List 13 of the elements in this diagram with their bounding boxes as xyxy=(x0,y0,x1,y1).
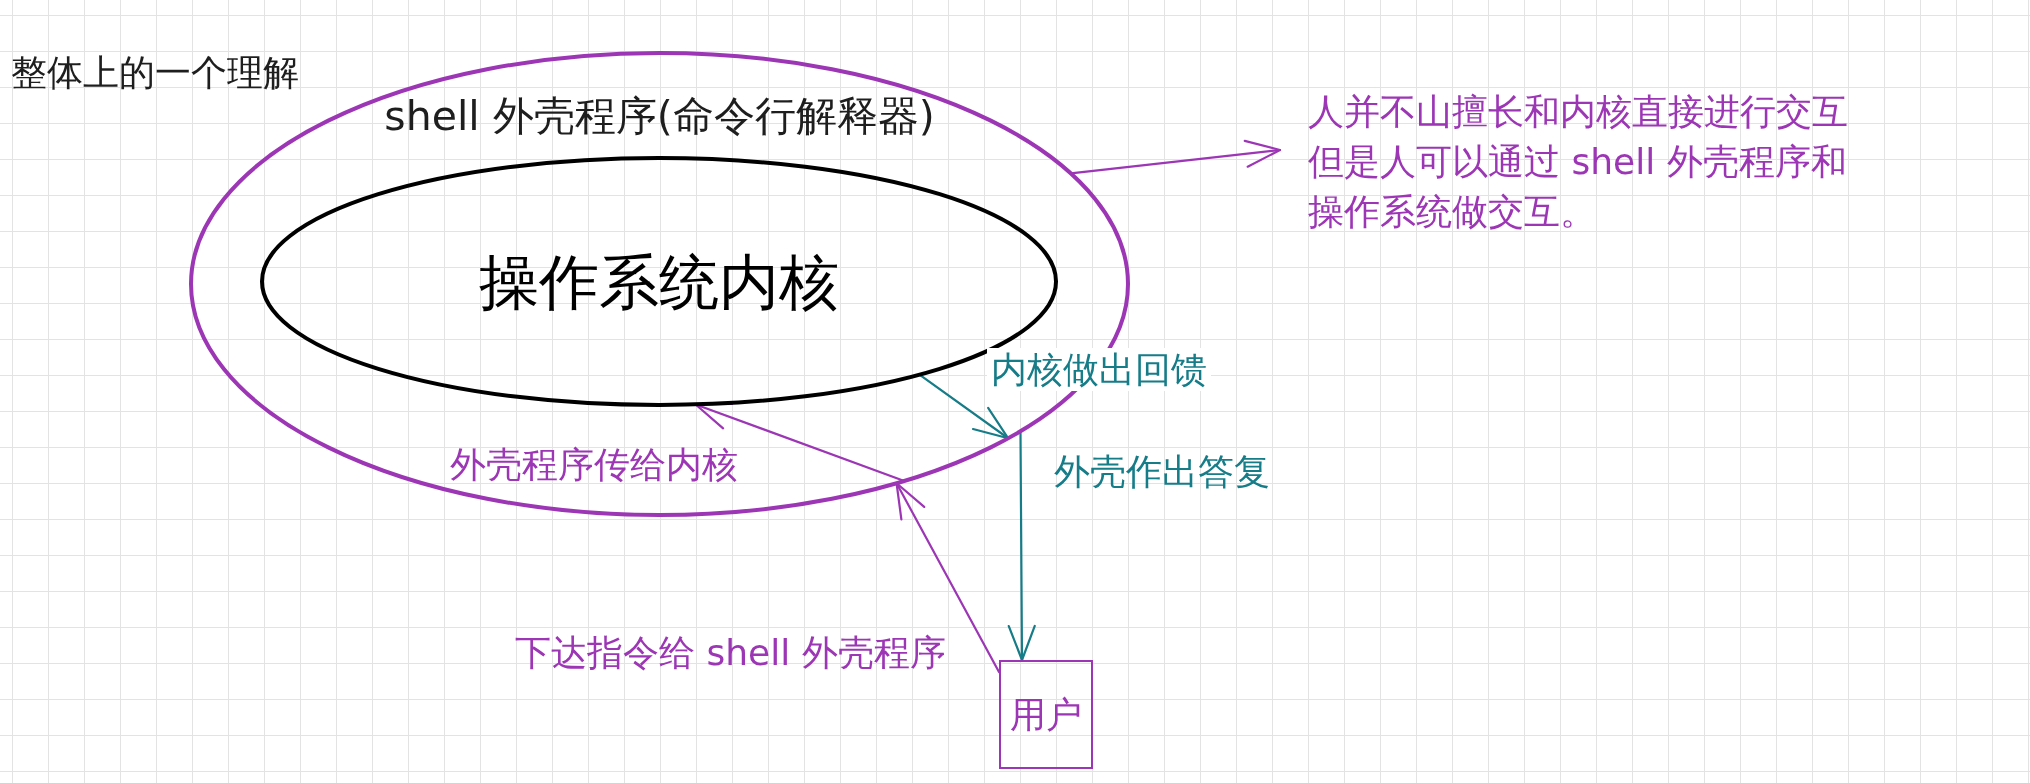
diagram-title: 整体上的一个理解 xyxy=(11,51,299,95)
ellipse-label: 操作系统内核 xyxy=(479,245,839,318)
ellipse-heading: shell 外壳程序(命令行解释器) xyxy=(384,92,935,142)
edge-label: 内核做出回馈 xyxy=(987,348,1211,392)
annotation-text: 人并不山擅长和内核直接进行交互但是人可以通过 shell 外壳程序和操作系统做交互。 xyxy=(1308,90,1849,234)
edge-label: 外壳程序传给内核 xyxy=(450,443,738,487)
arrow xyxy=(895,482,1001,674)
node-label: 用户 xyxy=(1010,692,1082,737)
arrow xyxy=(918,373,1010,440)
node-box xyxy=(999,660,1093,769)
arrow xyxy=(1007,430,1036,662)
edge-label: 下达指令给 shell 外壳程序 xyxy=(515,631,946,675)
edge-label: 外壳作出答复 xyxy=(1054,450,1270,494)
